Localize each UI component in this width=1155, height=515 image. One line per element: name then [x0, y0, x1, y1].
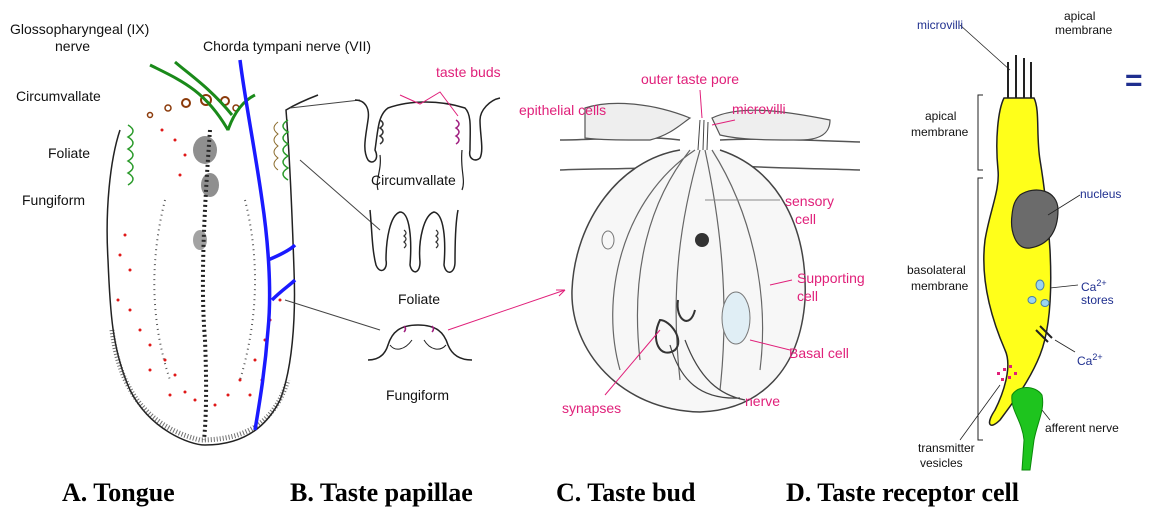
taste-bud-outline [572, 150, 805, 412]
ca-ion-leader [1055, 340, 1075, 352]
foliate-tongue-label: Foliate [48, 145, 90, 161]
foliate-left-coil [128, 125, 133, 185]
circumvallate-papilla-label: Circumvallate [371, 172, 456, 188]
transmitter-vesicles-label: transmitter [918, 440, 975, 456]
stipple-blob-1 [193, 136, 217, 164]
caption-a: A. Tongue [62, 478, 175, 508]
sensory-cell-label-line2: cell [795, 211, 816, 227]
circumvallate-papilla [355, 98, 500, 162]
stipple-blob-3 [193, 230, 207, 250]
afferent-nerve-label: afferent nerve [1045, 420, 1119, 436]
sensory-cell-nucleus [695, 233, 709, 247]
fungiform-tongue-label: Fungiform [22, 192, 85, 208]
nucleus-label: nucleus [1080, 187, 1121, 201]
pore-pointer [700, 90, 702, 118]
ca-stores-leader [1050, 285, 1078, 288]
ca-store-1 [1036, 280, 1044, 290]
foliate-papilla-label: Foliate [398, 291, 440, 307]
taste-bud-marker-2 [456, 120, 459, 144]
circumvallate-tongue-label: Circumvallate [16, 88, 101, 104]
basolateral-membrane-label-line2: membrane [911, 278, 968, 294]
caption-c: C. Taste bud [556, 478, 695, 508]
afferent-nerve [1012, 388, 1043, 471]
apical-membrane-top-label-line2: membrane [1055, 22, 1112, 38]
taste-bud-diagram [560, 90, 860, 412]
afferent-nerve-leader [1042, 410, 1050, 420]
receptor-cell-body [984, 98, 1051, 425]
microvilli-receptor-label: microvilli [917, 18, 963, 32]
basal-cell-label: Basal cell [789, 345, 849, 361]
apical-bracket [978, 95, 983, 170]
chorda-tympani-label: Chorda tympani nerve (VII) [203, 38, 371, 54]
taste-buds-label: taste buds [436, 64, 501, 80]
apical-membrane-side-label-line2: membrane [911, 124, 968, 140]
glossopharyngeal-nerve [150, 62, 255, 130]
foliate-right-coil-2 [274, 122, 278, 170]
basolateral-bracket [978, 178, 983, 440]
ca-ion-superscript: 2+ [1092, 352, 1102, 362]
receptor-microvilli [1008, 55, 1031, 100]
nerve-label: nerve [745, 393, 780, 409]
papillae-diagrams [285, 92, 565, 360]
microvilli-tuft [698, 120, 708, 150]
ca-store-3 [1041, 300, 1049, 307]
basolateral-membrane-label: basolateral [907, 262, 966, 278]
ca-stores-superscript: 2+ [1096, 278, 1106, 288]
fungiform-papilla-label: Fungiform [386, 387, 449, 403]
receptor-cell-diagram [960, 25, 1080, 470]
caption-d: D. Taste receptor cell [786, 478, 1019, 508]
foliate-papilla [370, 210, 458, 272]
ca-store-2 [1028, 297, 1036, 304]
pointer-to-taste-bud [448, 290, 565, 330]
fungiform-papilla [368, 325, 472, 360]
ca-stores-label: Ca2+ [1081, 276, 1107, 294]
outer-taste-pore-label: outer taste pore [641, 71, 739, 87]
tongue-stipple-right [240, 200, 255, 380]
tongue-stipple-left [154, 200, 170, 380]
ca-ion-label: Ca2+ [1077, 350, 1103, 368]
connector-circumvallate [290, 100, 360, 108]
ca-stores-label-line2: stores [1081, 293, 1114, 307]
sensory-cell-label: sensory [785, 193, 834, 209]
stipple-blob-2 [201, 173, 219, 197]
supporting-cell-label-line2: cell [797, 288, 818, 304]
taste-bud-marker-1 [380, 120, 383, 144]
connector-foliate [300, 160, 380, 230]
glossopharyngeal-label-line2: nerve [55, 38, 90, 54]
basal-cell [722, 292, 750, 344]
tongue-diagram [107, 60, 318, 445]
microvilli-bud-label: microvilli [732, 101, 786, 117]
equals-sign: = [1125, 66, 1143, 96]
nucleus [1012, 190, 1058, 248]
epithelial-cells-label: epithelial cells [519, 102, 606, 118]
synapses-label: synapses [562, 400, 621, 416]
glossopharyngeal-label: Glossopharyngeal (IX) [10, 21, 149, 37]
fungiform-base [390, 340, 446, 349]
apical-membrane-side-label: apical [925, 108, 956, 124]
transmitter-vesicles-label-line2: vesicles [920, 455, 963, 471]
caption-b: B. Taste papillae [290, 478, 473, 508]
supporting-cell-label: Supporting [797, 270, 865, 286]
connector-fungiform [285, 300, 380, 330]
taste-buds-pointer [400, 92, 458, 116]
microvilli-leader [960, 25, 1010, 70]
